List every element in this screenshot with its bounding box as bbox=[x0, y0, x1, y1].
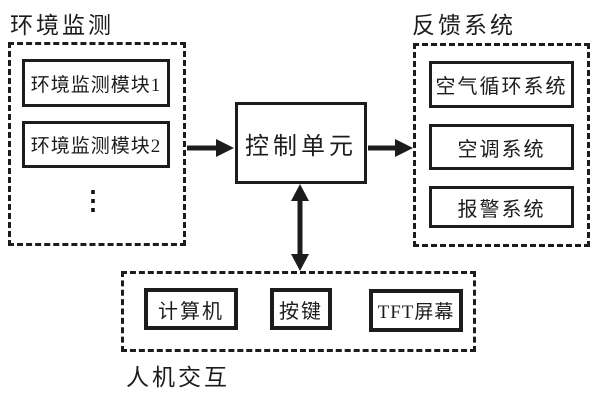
environment-module-2: 环境监测模块2 bbox=[22, 121, 170, 168]
environment-module-1: 环境监测模块1 bbox=[22, 59, 170, 107]
environment-more-modules-ellipsis: ⋮ bbox=[80, 186, 106, 215]
feedback-module-air-circulation: 空气循环系统 bbox=[429, 61, 574, 108]
environment-group-box bbox=[8, 42, 186, 246]
arrow-control-to-feedback bbox=[368, 139, 413, 157]
control-unit-box: 控制单元 bbox=[235, 102, 367, 184]
hmi-group-box bbox=[121, 271, 476, 352]
hmi-module-buttons: 按键 bbox=[270, 288, 332, 330]
arrow-environment-to-control bbox=[187, 139, 234, 157]
environment-group-label: 环境监测 bbox=[10, 13, 114, 38]
feedback-group-label: 反馈系统 bbox=[412, 13, 516, 38]
hmi-module-tft-screen: TFT屏幕 bbox=[369, 289, 463, 332]
feedback-module-air-conditioning: 空调系统 bbox=[429, 124, 574, 170]
feedback-module-alarm: 报警系统 bbox=[429, 186, 574, 228]
hmi-module-computer: 计算机 bbox=[144, 288, 238, 330]
arrow-control-hmi-bidirectional bbox=[291, 184, 309, 271]
feedback-group-box bbox=[413, 43, 590, 247]
hmi-group-label: 人机交互 bbox=[126, 365, 230, 390]
